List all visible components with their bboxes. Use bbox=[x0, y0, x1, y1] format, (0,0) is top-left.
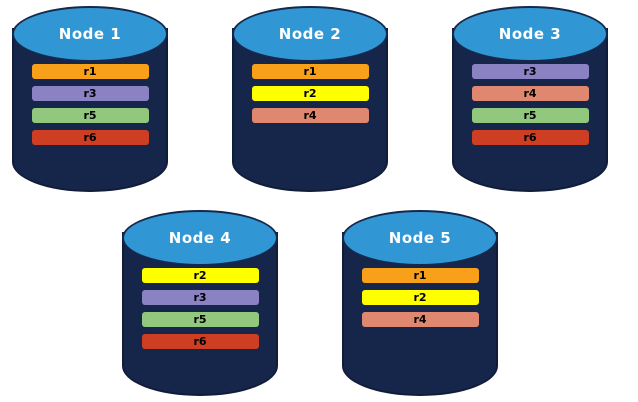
replica-row[interactable]: r1 bbox=[361, 268, 479, 283]
database-cylinder-1[interactable]: r1 r3 r5 r6 Node 1 bbox=[12, 6, 168, 192]
database-cylinder-4[interactable]: r2 r3 r5 r6 Node 4 bbox=[122, 210, 278, 396]
node-label: Node 2 bbox=[278, 25, 342, 43]
replica-row[interactable]: r5 bbox=[31, 108, 149, 123]
node-label: Node 1 bbox=[58, 25, 122, 43]
database-cylinder-5[interactable]: r1 r2 r4 Node 5 bbox=[342, 210, 498, 396]
replica-row[interactable]: r4 bbox=[251, 108, 369, 123]
replica-row[interactable]: r6 bbox=[31, 130, 149, 145]
replica-row-list: r1 r2 r4 bbox=[232, 64, 388, 123]
replica-row[interactable]: r3 bbox=[141, 290, 259, 305]
cylinder-top-disc: Node 5 bbox=[342, 210, 498, 266]
replica-row[interactable]: r6 bbox=[141, 334, 259, 349]
replica-row-list: r3 r4 r5 r6 bbox=[452, 64, 608, 145]
node-label: Node 3 bbox=[498, 25, 562, 43]
replica-row[interactable]: r1 bbox=[31, 64, 149, 79]
cylinder-top-disc: Node 2 bbox=[232, 6, 388, 62]
replica-row[interactable]: r3 bbox=[471, 64, 589, 79]
replica-row[interactable]: r5 bbox=[471, 108, 589, 123]
node-label: Node 5 bbox=[388, 229, 452, 247]
replica-row[interactable]: r2 bbox=[361, 290, 479, 305]
replica-row[interactable]: r4 bbox=[471, 86, 589, 101]
replica-row[interactable]: r3 bbox=[31, 86, 149, 101]
replica-row[interactable]: r2 bbox=[251, 86, 369, 101]
replica-row-list: r1 r3 r5 r6 bbox=[12, 64, 168, 145]
replica-row-list: r2 r3 r5 r6 bbox=[122, 268, 278, 349]
replica-row[interactable]: r2 bbox=[141, 268, 259, 283]
replica-row[interactable]: r4 bbox=[361, 312, 479, 327]
cylinder-top-disc: Node 1 bbox=[12, 6, 168, 62]
cylinder-top-disc: Node 3 bbox=[452, 6, 608, 62]
replica-row[interactable]: r6 bbox=[471, 130, 589, 145]
cylinder-top-disc: Node 4 bbox=[122, 210, 278, 266]
replica-row[interactable]: r1 bbox=[251, 64, 369, 79]
database-cylinder-2[interactable]: r1 r2 r4 Node 2 bbox=[232, 6, 388, 192]
node-label: Node 4 bbox=[168, 229, 232, 247]
replica-row-list: r1 r2 r4 bbox=[342, 268, 498, 327]
replica-row[interactable]: r5 bbox=[141, 312, 259, 327]
database-cylinder-3[interactable]: r3 r4 r5 r6 Node 3 bbox=[452, 6, 608, 192]
